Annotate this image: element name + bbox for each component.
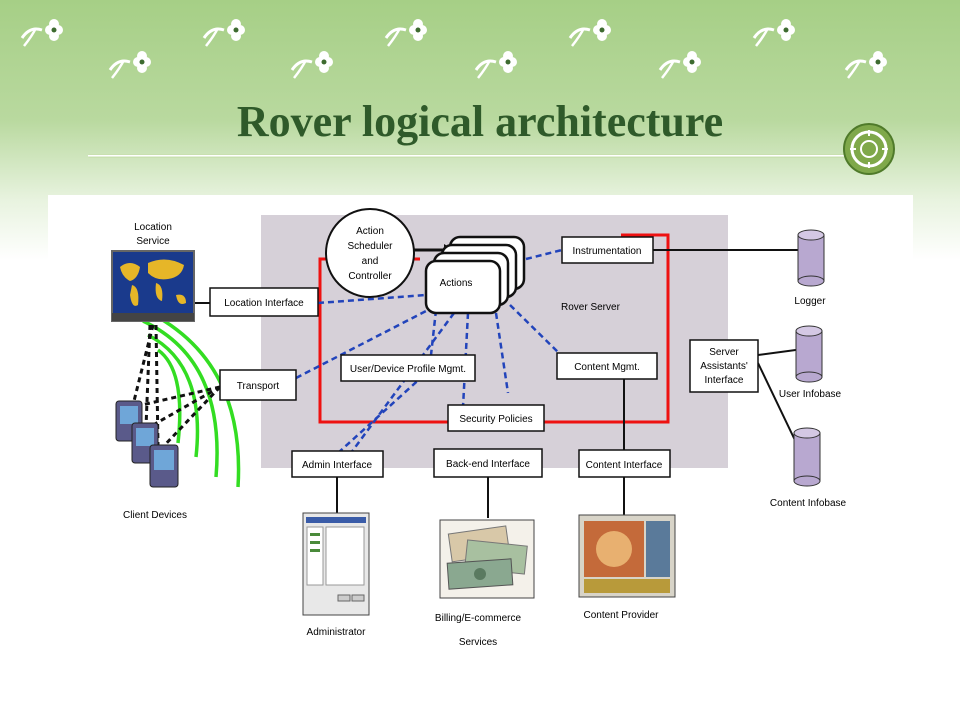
actions-label: Actions xyxy=(440,278,473,289)
instrumentation-label: Instrumentation xyxy=(573,246,642,257)
location-interface-label: Location Interface xyxy=(224,298,304,309)
box-admin-interface: Admin Interface xyxy=(291,450,384,478)
flourish-icon xyxy=(752,17,797,48)
scheduler-line-1: Action xyxy=(356,226,384,237)
server-assistants-line-2: Assistants' xyxy=(700,361,748,372)
flourish-icon xyxy=(474,49,519,80)
content-interface-label: Content Interface xyxy=(586,460,663,471)
box-server-assistants: Server Assistants' Interface xyxy=(689,339,759,393)
slide-title: Rover logical architecture xyxy=(236,97,724,146)
emblem-icon xyxy=(843,123,895,175)
scheduler-line-2: Scheduler xyxy=(347,241,393,252)
action-scheduler-node xyxy=(325,208,415,298)
profile-mgmt-label: User/Device Profile Mgmt. xyxy=(350,364,466,375)
location-service-line-2: Service xyxy=(136,236,170,247)
box-instrumentation: Instrumentation xyxy=(561,236,654,264)
title-underline xyxy=(88,154,848,158)
user-infobase-database-icon xyxy=(795,325,823,383)
admin-interface-label: Admin Interface xyxy=(302,460,372,471)
content-infobase-database-icon xyxy=(793,427,821,487)
rover-server-label: Rover Server xyxy=(561,302,621,313)
actions-stack xyxy=(424,235,526,315)
backend-interface-label: Back-end Interface xyxy=(446,459,530,470)
logger-label: Logger xyxy=(794,296,826,307)
flourish-icon xyxy=(844,49,889,80)
flourish-icon xyxy=(20,17,65,48)
billing-line-1: Billing/E-commerce xyxy=(435,613,522,624)
logger-database-icon xyxy=(797,229,825,287)
content-provider-icon xyxy=(578,514,676,598)
box-content-mgmt: Content Mgmt. xyxy=(556,352,658,380)
user-infobase-label: User Infobase xyxy=(779,389,842,400)
pda-device-icon xyxy=(149,444,179,488)
box-profile-mgmt: User/Device Profile Mgmt. xyxy=(340,354,476,382)
server-assistants-line-3: Interface xyxy=(705,375,744,386)
content-mgmt-label: Content Mgmt. xyxy=(574,362,640,373)
dashed-links xyxy=(295,248,564,458)
world-map-icon xyxy=(111,250,195,322)
client-devices-label: Client Devices xyxy=(123,510,187,521)
architecture-diagram: Rover Server xyxy=(48,195,913,665)
flourish-icon xyxy=(658,49,703,80)
content-infobase-label: Content Infobase xyxy=(770,498,847,509)
admin-console-icon xyxy=(302,512,370,616)
transport-label: Transport xyxy=(237,381,280,392)
flourish-icon xyxy=(384,17,429,48)
box-content-interface: Content Interface xyxy=(578,449,671,478)
administrator-label: Administrator xyxy=(307,627,367,638)
security-policies-label: Security Policies xyxy=(459,414,532,425)
location-service-line-1: Location xyxy=(134,222,172,233)
flourish-icon xyxy=(108,49,153,80)
currency-icon xyxy=(439,519,535,599)
flourish-icon xyxy=(568,17,613,48)
box-security-policies: Security Policies xyxy=(447,404,545,432)
box-backend-interface: Back-end Interface xyxy=(433,448,543,478)
billing-line-2: Services xyxy=(459,637,497,648)
content-provider-label: Content Provider xyxy=(583,610,659,621)
scheduler-line-3: and xyxy=(362,256,379,267)
flourish-icon xyxy=(202,17,247,48)
flourish-icon xyxy=(290,49,335,80)
box-transport: Transport xyxy=(219,369,297,401)
server-assistants-line-1: Server xyxy=(709,347,739,358)
scheduler-line-4: Controller xyxy=(348,271,392,282)
box-location-interface: Location Interface xyxy=(209,287,319,317)
header-decoration xyxy=(20,17,889,80)
